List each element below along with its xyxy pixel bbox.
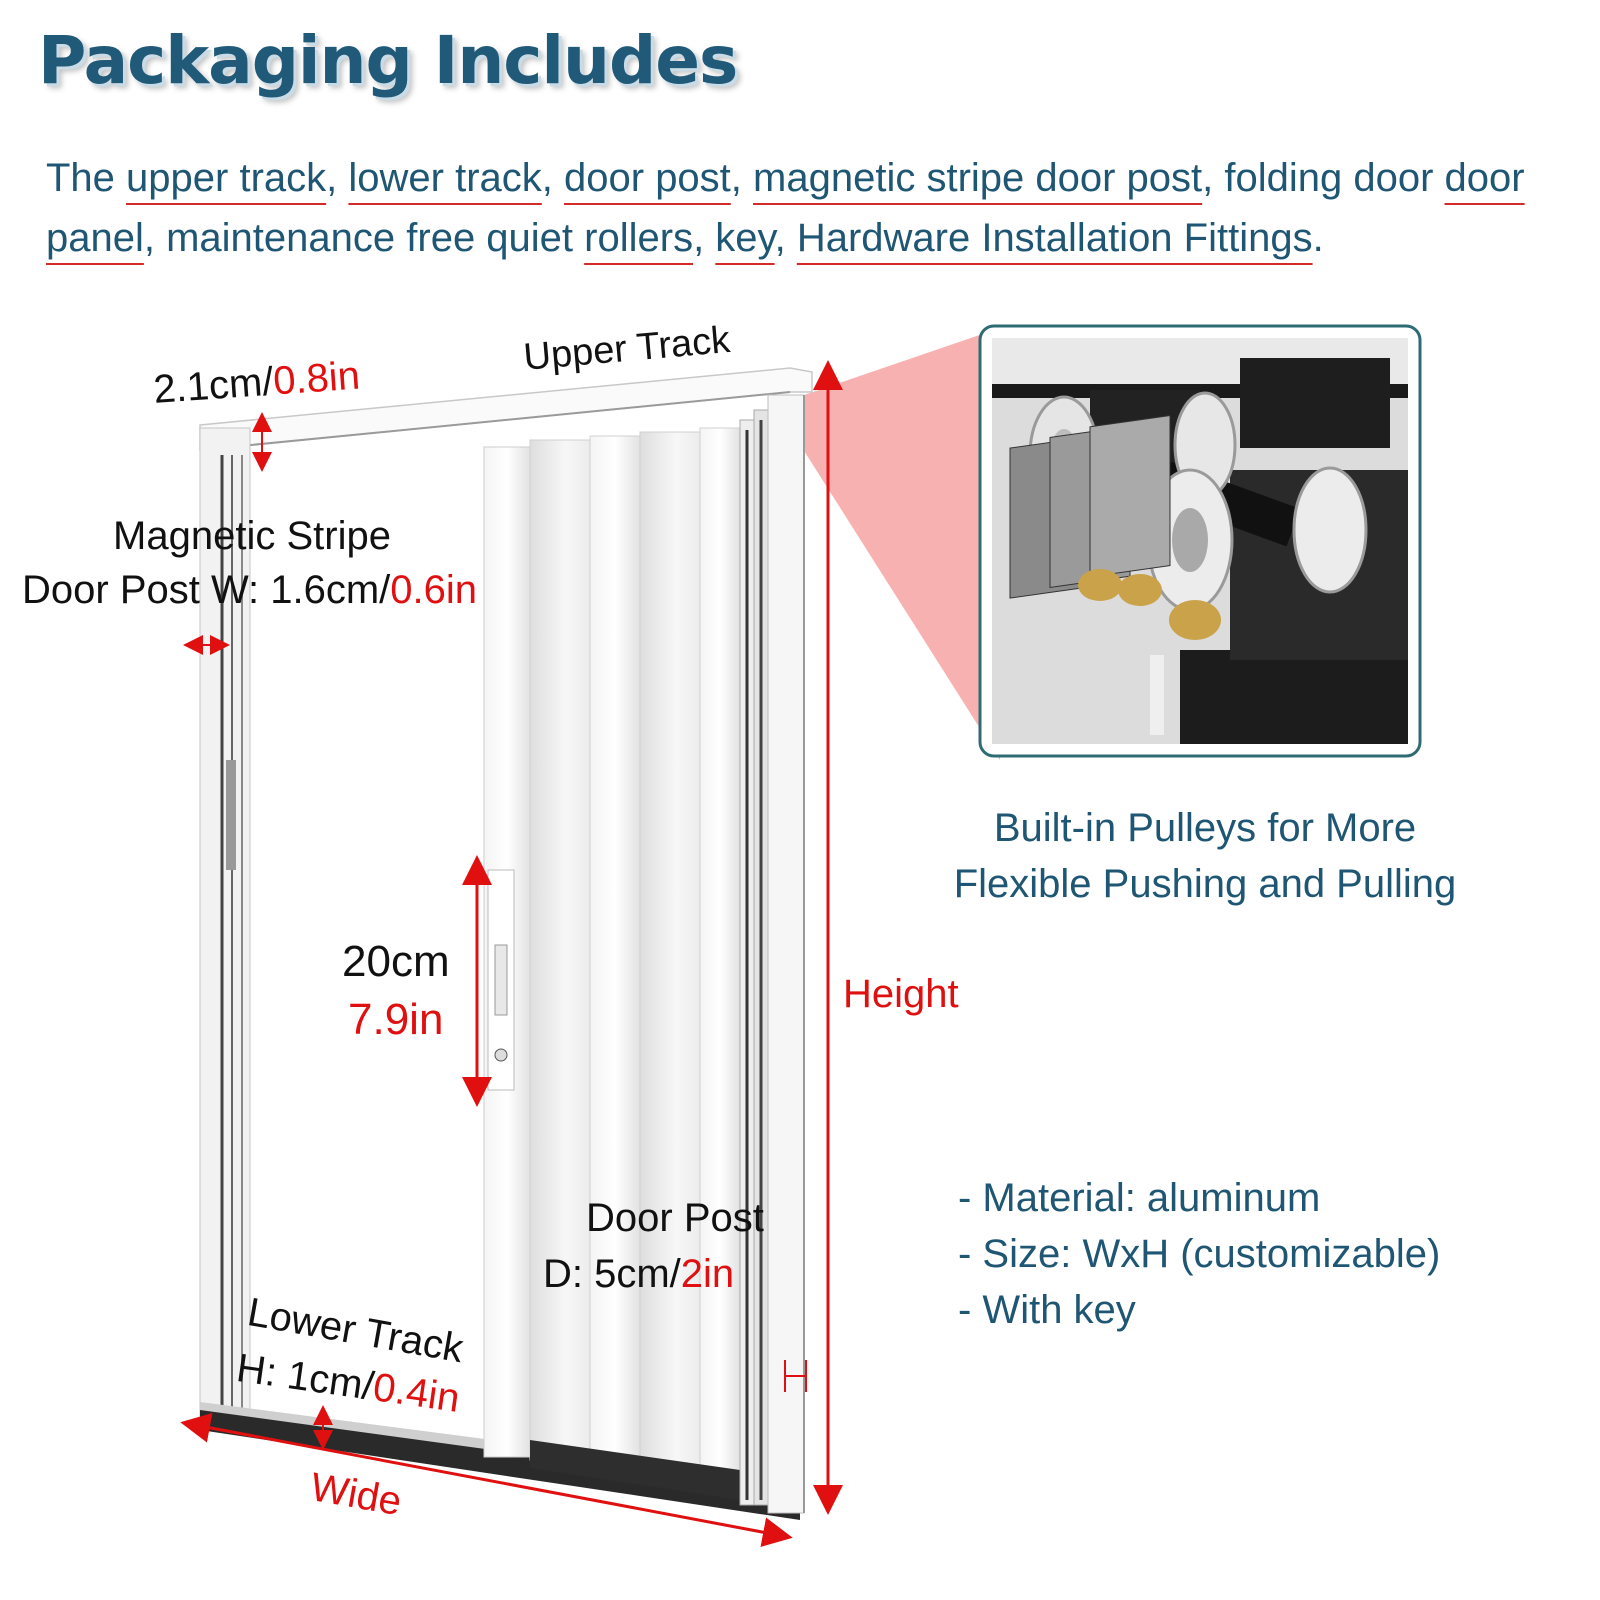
included-item: Hardware Installation Fittings: [796, 216, 1313, 260]
door-post-depth-in: 2in: [680, 1252, 735, 1296]
magnetic-post-width-cm: Door Post W: 1.6cm/: [22, 568, 391, 612]
intro-text: ,: [541, 156, 565, 200]
intro-text: ,: [326, 156, 349, 200]
intro-text: ,: [730, 156, 754, 200]
package-contents-text: The upper track, lower track, door post,…: [46, 148, 1546, 268]
magnetic-stripe-label-line1: Magnetic Stripe: [113, 514, 391, 558]
spec-material: - Material: aluminum: [958, 1176, 1321, 1220]
included-item: rollers: [584, 216, 694, 260]
intro-text: ,: [693, 216, 716, 260]
intro-text: , maintenance free quiet: [143, 216, 585, 260]
included-item: lower track: [348, 156, 542, 200]
pulley-caption: Built-in Pulleys for More Flexible Pushi…: [935, 800, 1475, 912]
door-post-depth-cm: D: 5cm/: [543, 1252, 681, 1296]
top-track-height-in: 0.8in: [271, 353, 362, 404]
spec-size: - Size: WxH (customizable): [958, 1232, 1441, 1276]
page-title: Packaging Includes: [38, 22, 738, 99]
intro-text: ,: [774, 216, 797, 260]
height-label: Height: [843, 972, 959, 1016]
door-panels: [483, 427, 741, 1500]
magnetic-post-width-in: 0.6in: [390, 568, 478, 612]
pulley-photo: [978, 324, 1422, 758]
spec-list: - Material: aluminum - Size: WxH (custom…: [958, 1170, 1440, 1338]
included-item: door post: [564, 156, 731, 200]
magnetic-stripe-door-post: [199, 427, 251, 1421]
included-item: door panel: [46, 156, 1525, 260]
door-post-right: [739, 394, 805, 1514]
included-item: upper track: [126, 156, 327, 200]
door-post-depth-label: D: 5cm/2in: [543, 1252, 734, 1296]
callout-wedge: [775, 328, 1000, 760]
door-post-label: Door Post: [586, 1196, 764, 1240]
pulley-caption-line1: Built-in Pulleys for More: [993, 806, 1417, 850]
handle-length-cm: 20cm: [342, 937, 450, 986]
top-track-height-cm: 2.1cm/: [152, 359, 275, 412]
included-item: magnetic stripe door post: [753, 156, 1203, 200]
intro-text: .: [1312, 216, 1324, 260]
included-item: key: [715, 216, 775, 260]
pulley-caption-line2: Flexible Pushing and Pulling: [953, 862, 1457, 906]
wide-arrow: [180, 1413, 793, 1547]
intro-text: The: [46, 156, 127, 200]
intro-text: , folding door: [1202, 156, 1445, 200]
h-bracket-mark: [784, 1360, 807, 1392]
magnetic-stripe-label-line2: Door Post W: 1.6cm/0.6in: [22, 568, 477, 612]
handle-length-in: 7.9in: [348, 995, 444, 1044]
spec-key: - With key: [958, 1288, 1136, 1332]
